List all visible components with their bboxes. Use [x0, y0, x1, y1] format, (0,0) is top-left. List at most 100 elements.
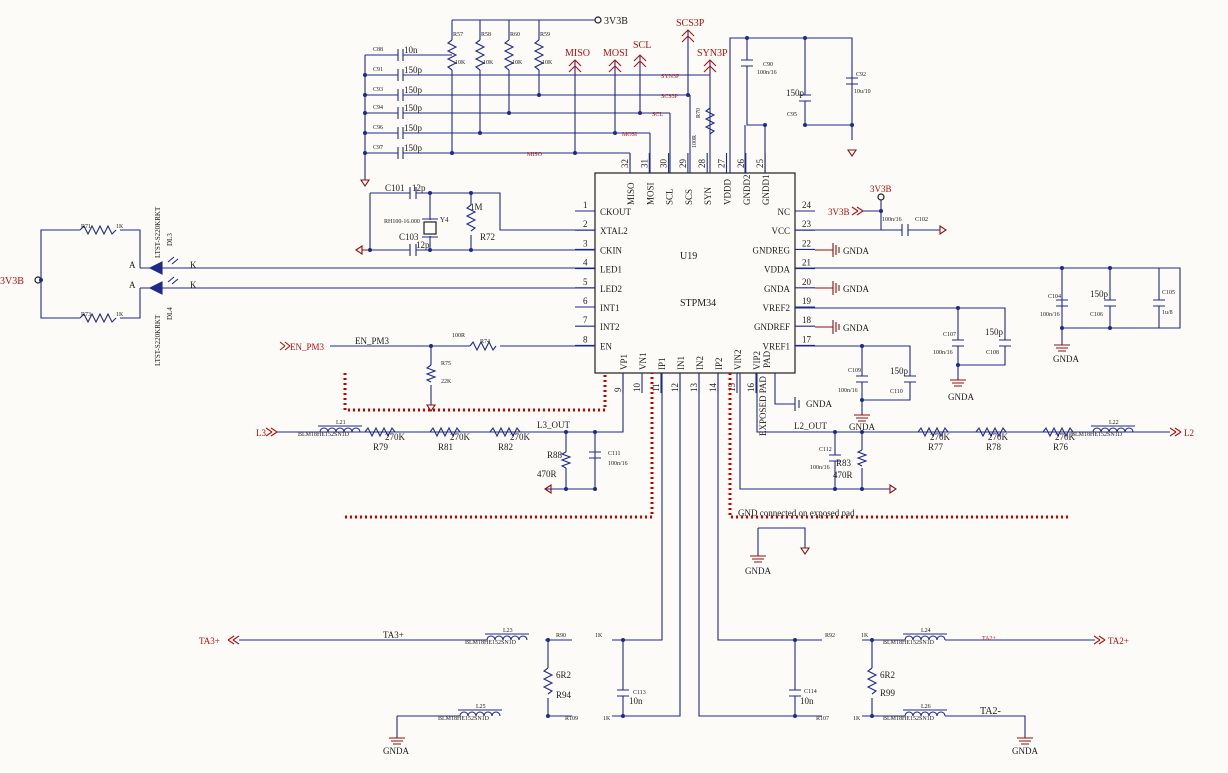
gnda-pad: GNDA — [806, 399, 832, 409]
pin-32-number: 32 — [620, 159, 630, 168]
pin-14-number: 14 — [708, 383, 718, 393]
pin-13-number: 13 — [689, 383, 699, 393]
gnda-gndref: GNDA — [843, 323, 869, 333]
c105-value: 1u/8 — [1162, 310, 1173, 316]
flag-en-pm3[interactable]: EN_PM3 — [290, 342, 325, 352]
r79-label: R79 — [373, 442, 389, 452]
r88-value: 470R — [537, 469, 557, 479]
c88-value: 10n — [404, 45, 418, 55]
c114-value: 10n — [800, 696, 814, 706]
svg-text:SCL: SCL — [633, 40, 651, 51]
r78-value: 270K — [988, 432, 1009, 442]
c97-label: C97 — [373, 145, 383, 151]
flag-l2[interactable]: L2 — [1184, 428, 1194, 438]
pad-outline: GND connected on exposed pad GNDA — [343, 373, 1070, 576]
r59-value: 10K — [542, 60, 553, 66]
dl3-part: LTST-S220KRKT — [154, 206, 162, 258]
ic-u19[interactable]: U19 STPM34 — [594, 172, 796, 374]
pin-12-number: 12 — [670, 383, 680, 392]
pin-26-number: 26 — [736, 159, 746, 169]
gnda-c104: GNDA — [1053, 354, 1079, 364]
l24-part: BLM18HE152SN1D — [883, 640, 935, 646]
pin-vin2-name: VIN2 — [733, 350, 743, 371]
dl4-anode: A — [129, 280, 136, 290]
pin-4-number: 4 — [583, 258, 588, 268]
pin-ip2-name: IP2 — [714, 357, 724, 370]
pin-vref2-name: VREF2 — [762, 303, 790, 313]
flag-syn3p[interactable]: SYN3P — [697, 48, 728, 73]
r92-value: 1K — [861, 633, 869, 639]
net-3v3b-right: 3V3B — [870, 184, 892, 194]
dl4-label: DL4 — [166, 307, 174, 320]
dl4-part: LTST-S220KRKT — [154, 314, 162, 366]
flag-miso[interactable]: MISO — [565, 48, 590, 73]
pin-17-number: 17 — [802, 334, 812, 344]
gnda-ta3: GNDA — [383, 746, 409, 756]
r92-label: R92 — [825, 633, 835, 639]
flag-3v3b-vcc[interactable]: 3V3B — [828, 207, 850, 217]
r71-label: R71 — [81, 224, 91, 230]
net-3v3b-top: 3V3B — [604, 16, 628, 27]
crystal-circuit: C101 12p C103 12p RH100-16.000 Y4 1M R72 — [355, 183, 595, 256]
gnda-gndreg: GNDA — [843, 246, 869, 256]
flag-mosi[interactable]: MOSI — [603, 48, 628, 73]
flag-ta3p[interactable]: TA3+ — [199, 636, 220, 646]
c91-value: 150p — [404, 65, 423, 75]
gnda-c107: GNDA — [948, 392, 974, 402]
c112-value: 100n/16 — [810, 465, 830, 471]
c112-label: C112 — [819, 447, 832, 453]
c108-label: C108 — [986, 350, 999, 356]
c90-label: C90 — [763, 62, 773, 68]
c107-value: 100n/16 — [933, 350, 953, 356]
l24-label: L24 — [921, 628, 931, 634]
svg-text:SCS3P: SCS3P — [676, 18, 705, 29]
flag-l3[interactable]: L3 — [256, 428, 266, 438]
pin-25-number: 25 — [755, 159, 765, 169]
pin-27-number: 27 — [717, 159, 727, 169]
r90-value: 1K — [595, 633, 603, 639]
pin-gndreg-name: GNDREG — [753, 245, 791, 255]
gnda-bottom-center: GNDA — [745, 566, 771, 576]
r81-value: 270K — [450, 432, 471, 442]
c96-label: C96 — [373, 125, 383, 131]
chip-bottom-pins: 9VP110VN111IP112IN113IN214IP215VIN216VIP… — [613, 350, 772, 393]
pin-7-number: 7 — [583, 315, 588, 325]
pin-8-number: 8 — [583, 334, 588, 344]
pin-gndd1-name: GNDD1 — [761, 175, 771, 206]
r59-label: R59 — [540, 32, 550, 38]
vcc-cap-value: 100n/16 — [882, 217, 902, 223]
c113-value: 10n — [629, 696, 643, 706]
pin-led2-name: LED2 — [600, 284, 622, 294]
pin-6-number: 6 — [583, 296, 588, 306]
flag-scs3p[interactable]: SCS3P — [676, 18, 705, 43]
pin-ip1-name: IP1 — [657, 357, 667, 370]
r94-label: R94 — [556, 690, 572, 700]
c93-value: 150p — [404, 85, 423, 95]
pin-23-number: 23 — [802, 219, 812, 229]
r70-value: 100R — [692, 135, 698, 148]
c110-label: C110 — [890, 389, 903, 395]
net-l3-out: L3_OUT — [537, 420, 570, 430]
c91-label: C91 — [373, 67, 383, 73]
c106-label: C106 — [1090, 312, 1103, 318]
c88-label: C88 — [373, 47, 383, 53]
r58-value: 10K — [483, 60, 494, 66]
svg-text:MISO: MISO — [565, 48, 590, 59]
flag-ta2p[interactable]: TA2+ — [1108, 636, 1129, 646]
pin-en-name: EN — [600, 341, 612, 351]
c94-label: C94 — [373, 105, 383, 111]
pin-vref1-name: VREF1 — [762, 341, 790, 351]
r76-value: 270K — [1055, 432, 1076, 442]
pin-gnda-name: GNDA — [764, 284, 790, 294]
pin-3-number: 3 — [583, 238, 588, 248]
r77-value: 270K — [930, 432, 951, 442]
pin-16-number: 16 — [746, 383, 756, 393]
net-l2-out: L2_OUT — [794, 421, 827, 431]
ta3-current-input: TA3+ GNDA TA3+ R90 1K 6R2 R94 C113 10n R… — [199, 373, 681, 756]
pin-miso-name: MISO — [626, 182, 636, 205]
flag-scl[interactable]: SCL — [633, 40, 651, 68]
pin-24-number: 24 — [802, 200, 812, 210]
